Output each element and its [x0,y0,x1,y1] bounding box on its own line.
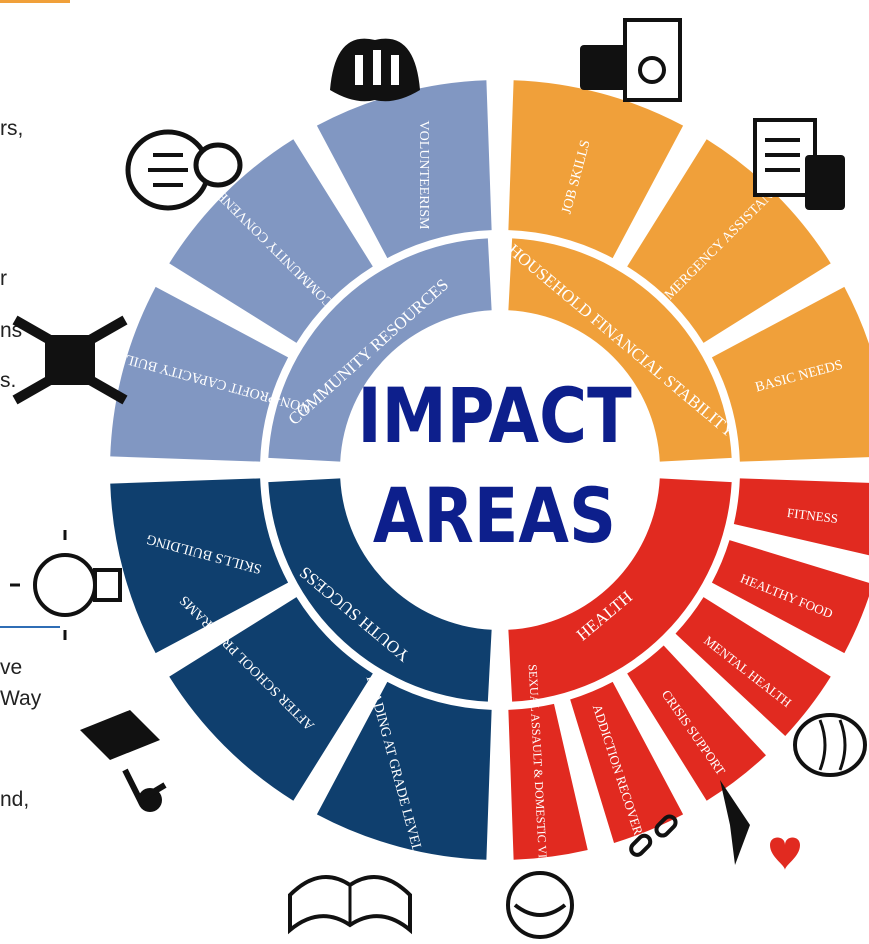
item-segment [733,478,869,556]
text-fragment: ve [0,656,23,679]
item-segment [627,139,831,343]
text-fragment: rs, [0,117,24,140]
item-segment [169,597,373,801]
accent-rule [0,0,70,3]
divider-line [0,626,60,628]
item-segment [627,645,766,801]
quadrant-ring-community [268,238,492,462]
text-fragment: nd, [0,788,30,811]
text-fragment: s. [0,369,17,392]
broken-chain-icon [629,814,678,857]
item-segment [508,703,588,860]
center-title-line1: IMPACT [357,371,631,460]
item-segment [508,80,684,259]
lightbulb-icon [10,530,122,640]
brain-hands-icon [793,713,867,777]
text-fragment: Way [0,687,42,710]
item-segment [711,286,869,462]
raised-hands-icon [330,38,420,102]
center-title-line2: AREAS [373,471,616,560]
item-segment [711,540,869,654]
text-fragment: r [0,267,7,290]
item-segment [316,80,492,259]
speech-bubbles-icon [125,129,243,211]
open-book-icon [288,875,412,935]
item-segment [570,681,684,843]
item-segment [675,597,831,736]
hug-icon [506,871,574,939]
invoice-calculator-icon [753,118,845,210]
item-segment [316,681,492,860]
item-segment [110,286,289,462]
item-segment [110,478,289,654]
center-disc [348,318,652,622]
briefcase-document-icon [580,18,682,102]
heart-hand-icon [720,780,800,870]
quadrant-ring-financial [508,238,732,462]
item-label-fitness: FITNESS [786,505,839,526]
item-segment [169,139,373,343]
puzzle-hands-icon [12,315,128,405]
quadrant-ring-health [508,478,732,702]
item-label-volunteerism: VOLUNTEERISM [416,121,431,230]
graduate-icon [80,710,167,812]
quadrant-ring-youth [268,478,492,702]
